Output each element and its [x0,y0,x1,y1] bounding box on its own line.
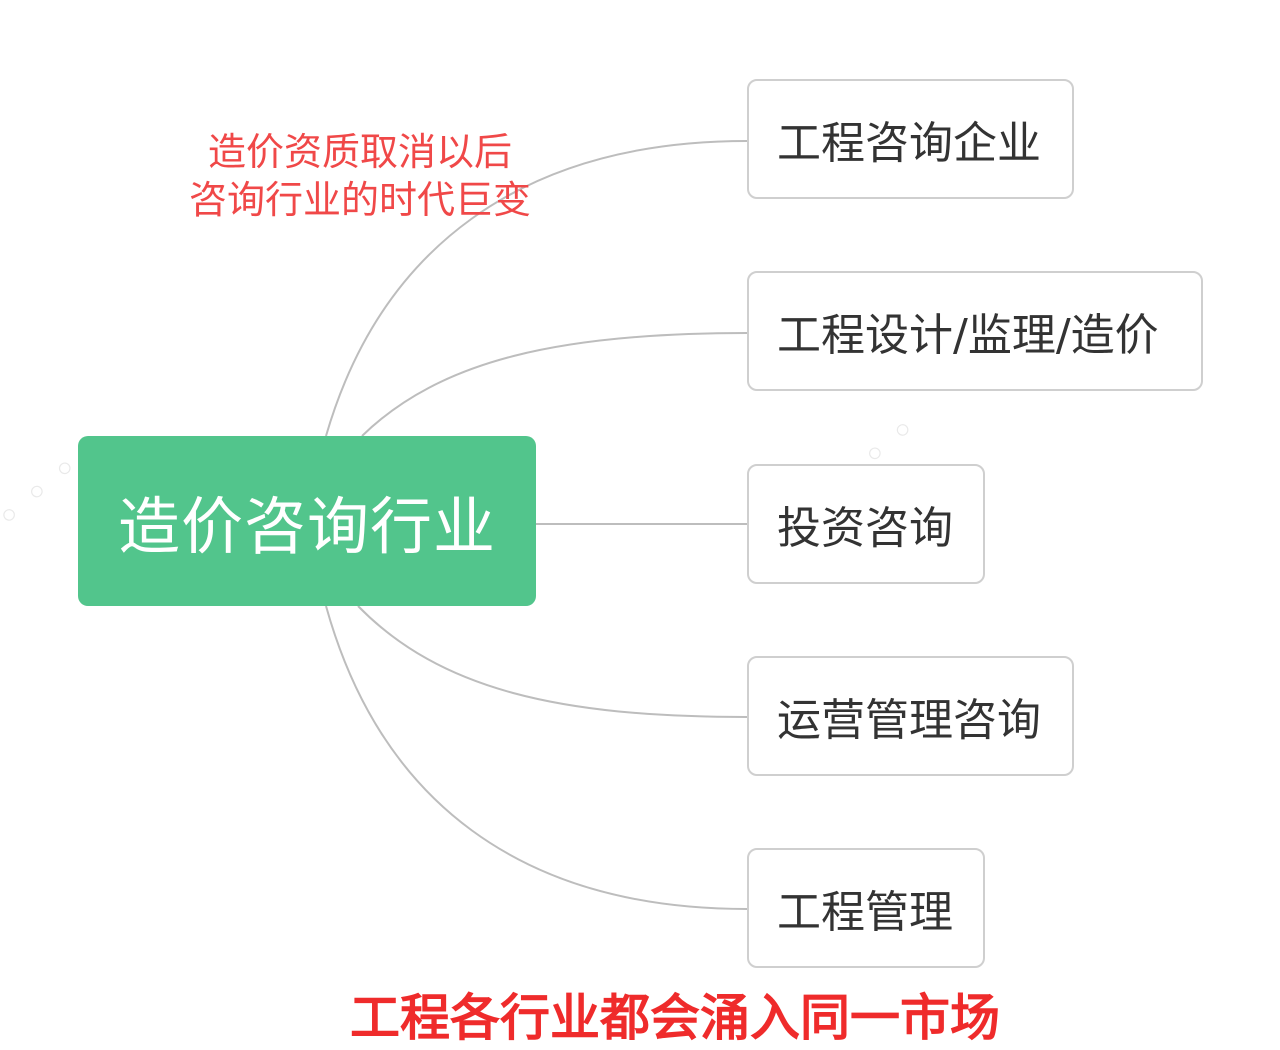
branch-node-label: 运营管理咨询 [777,695,1041,746]
branch-node-1: 工程咨询企业 [747,79,1074,199]
branch-node-5: 工程管理 [747,848,985,968]
annotation-line-1: 造价资质取消以后 [207,130,512,174]
connector-branch-2 [361,332,748,437]
branch-node-label: 工程管理 [777,887,953,938]
branch-node-label: 工程咨询企业 [777,118,1041,169]
branch-node-3: 投资咨询 [747,464,985,584]
annotation-text: 造价资质取消以后 咨询行业的时代巨变 [140,128,580,224]
branch-node-label: 工程设计/监理/造价 [777,310,1159,361]
branch-node-4: 运营管理咨询 [747,656,1074,776]
connector-branch-5 [325,605,748,910]
annotation-line-2: 咨询行业的时代巨变 [188,178,531,222]
root-node-label: 造价咨询行业 [117,490,496,563]
connector-branch-4 [357,605,748,718]
branch-node-label: 投资咨询 [777,503,953,554]
connector-branch-1 [325,140,748,437]
branch-node-2: 工程设计/监理/造价 [747,271,1203,391]
footer-title: 工程各行业都会涌入同一市场 [350,989,1000,1047]
root-node: 造价咨询行业 [78,436,536,606]
